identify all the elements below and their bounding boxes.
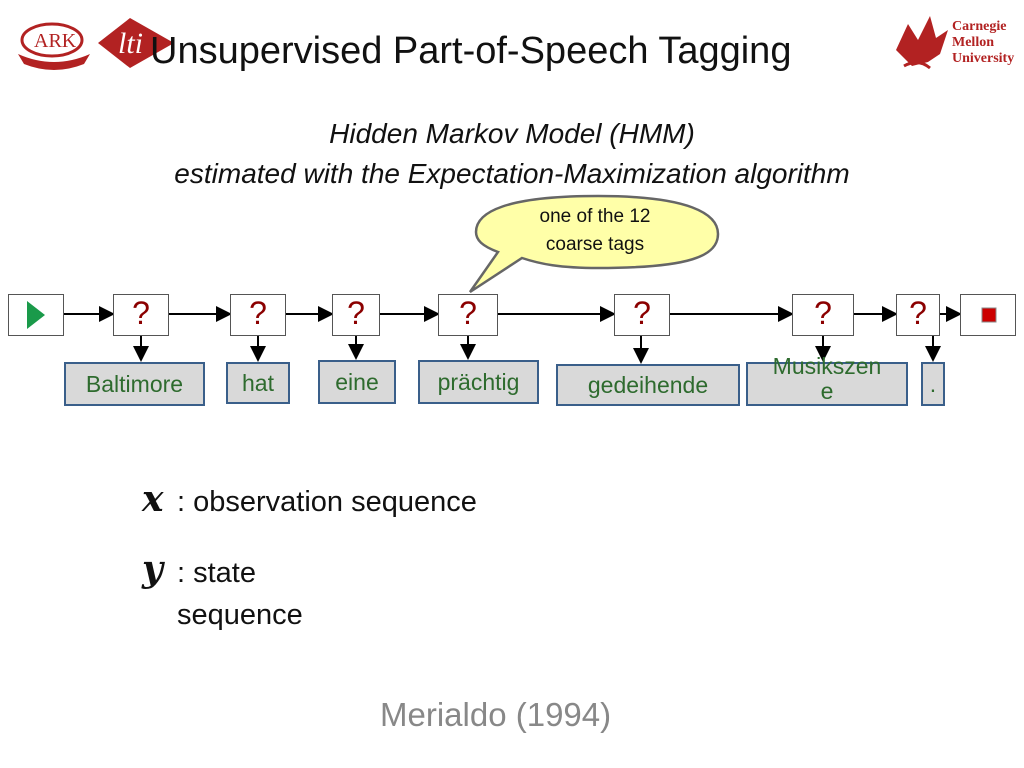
stop-node	[960, 294, 1016, 336]
state-node: ?	[792, 294, 854, 336]
stop-square-icon	[981, 307, 997, 323]
state-node: ?	[332, 294, 380, 336]
observation-word: hat	[226, 362, 290, 404]
cmu-line3: University	[952, 51, 1014, 66]
subtitle-line1: Hidden Markov Model (HMM)	[329, 118, 695, 149]
slide-title: Unsupervised Part-of-Speech Tagging	[150, 30, 792, 72]
cmu-line2: Mellon	[952, 35, 994, 50]
ark-logo-text: ARK	[34, 30, 77, 52]
y-symbol: y	[142, 548, 163, 590]
state-node: ?	[896, 294, 940, 336]
legend-y-line1: : state	[177, 557, 256, 589]
start-node	[8, 294, 64, 336]
callout-line2: coarse tags	[545, 234, 645, 255]
observation-word-line1: Musikszen	[772, 353, 882, 379]
legend-y-line2: sequence	[177, 599, 303, 631]
observation-word: Baltimore	[64, 362, 205, 406]
cmu-logo: Carnegie Mellon University	[896, 16, 1014, 70]
cmu-line1: Carnegie	[952, 19, 1006, 34]
legend-x-text: : observation sequence	[177, 486, 477, 518]
callout-line1: one of the 12	[539, 206, 651, 227]
state-node: ?	[438, 294, 498, 336]
observation-word: Musikszen e	[746, 354, 908, 406]
callout-bubble	[468, 194, 720, 294]
state-node: ?	[230, 294, 286, 336]
start-triangle-icon	[27, 301, 45, 329]
observation-word: prächtig	[418, 360, 539, 404]
observation-word-line2: e	[820, 378, 834, 404]
x-symbol: x	[142, 478, 164, 520]
citation: Merialdo (1994)	[380, 696, 612, 733]
lti-logo-text: lti	[118, 27, 143, 60]
observation-word: .	[921, 362, 945, 406]
observation-word: gedeihende	[556, 364, 740, 406]
ark-logo: ARK	[18, 22, 90, 70]
observation-word: eine	[318, 360, 396, 404]
state-node: ?	[113, 294, 169, 336]
lti-logo: lti	[98, 18, 174, 68]
state-node: ?	[614, 294, 670, 336]
subtitle-line2: estimated with the Expectation-Maximizat…	[174, 158, 850, 189]
